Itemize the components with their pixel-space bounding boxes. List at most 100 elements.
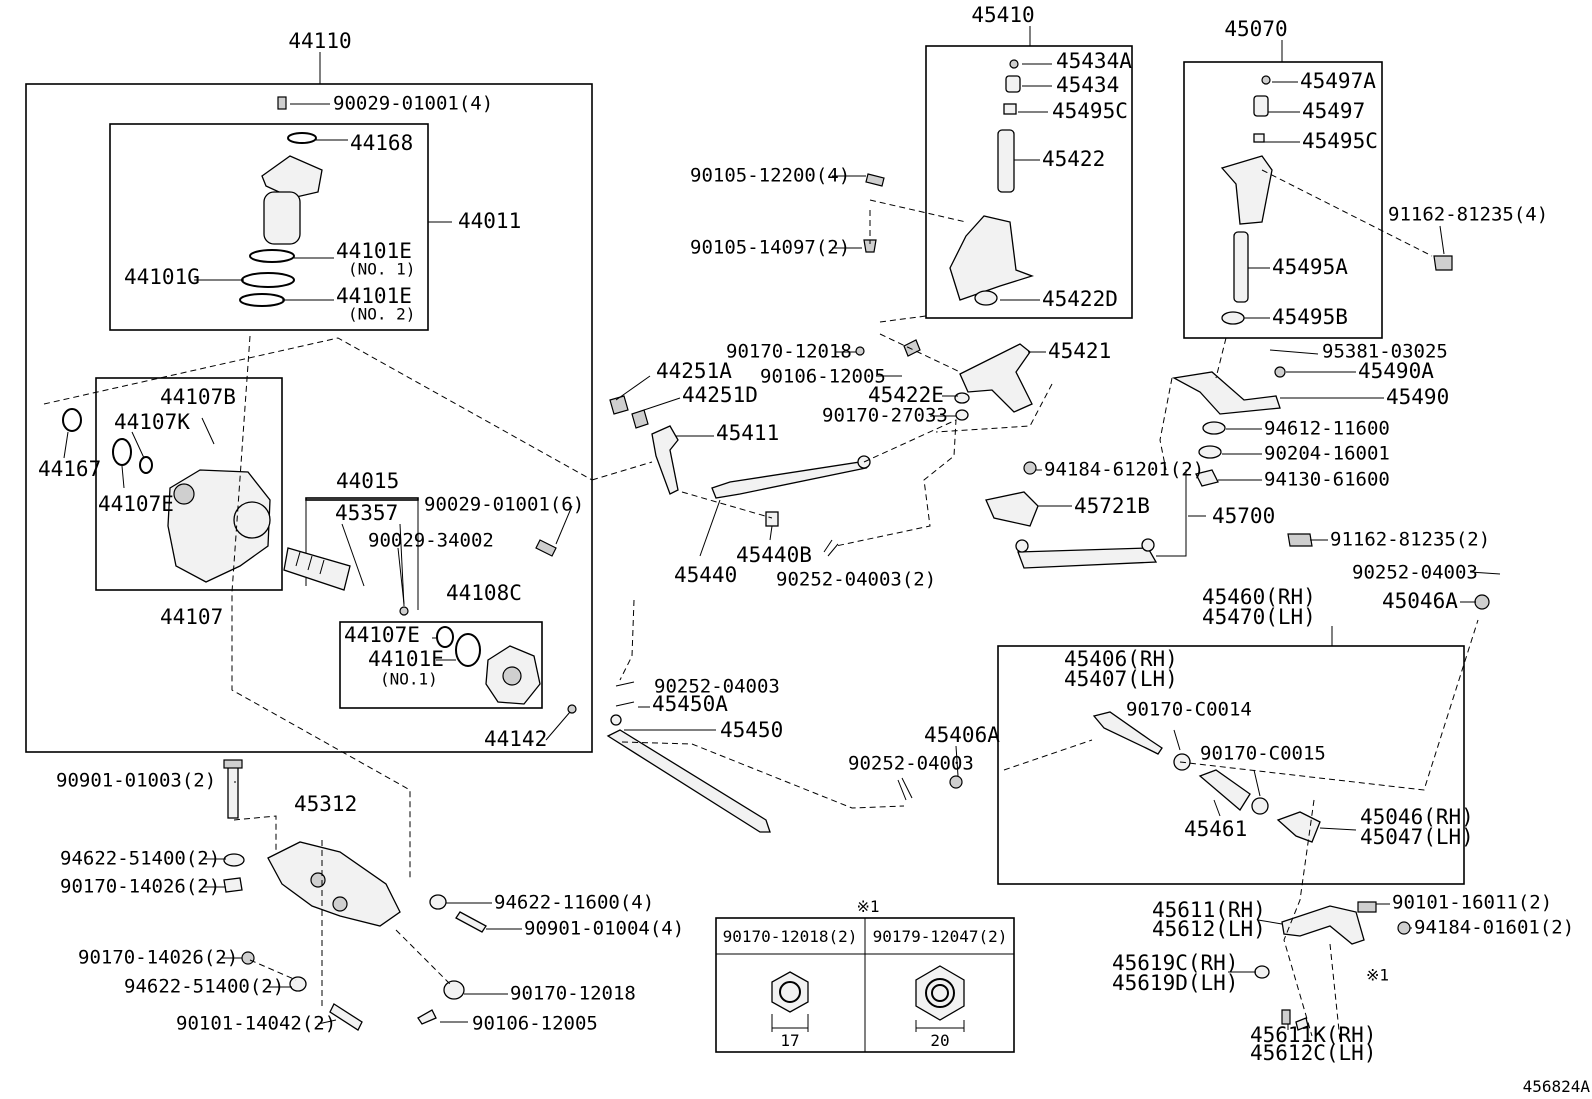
part-label: 44168	[350, 131, 413, 155]
part-label: 45406A	[924, 723, 1000, 747]
part-label: 90029-01001(6)	[424, 494, 584, 516]
part-label: 45619D(LH)	[1112, 971, 1238, 995]
steering-gear-assembly-box	[25, 83, 593, 753]
part-label: 45440B	[736, 543, 812, 567]
part-label: 45312	[294, 792, 357, 816]
legend-marker: ※1	[856, 897, 879, 916]
part-label: 90029-01001(4)	[333, 93, 493, 115]
part-label: 44251D	[682, 383, 758, 407]
part-label: 44110	[288, 29, 351, 53]
part-label: 90101-16011(2)	[1392, 892, 1552, 914]
part-label: 94622-11600(4)	[494, 892, 654, 914]
part-label: 45046A	[1382, 589, 1458, 613]
part-label: 44107	[160, 605, 223, 629]
idler-arm-part	[855, 59, 1035, 421]
part-label: 90170-C0014	[1126, 699, 1252, 721]
part-label: 45611K(RH)	[1250, 1023, 1376, 1047]
part-label: 45410	[971, 3, 1034, 27]
part-label: 90170-27033	[822, 405, 948, 427]
part-label: 94184-01601(2)	[1414, 917, 1574, 939]
part-label: 45407(LH)	[1064, 667, 1178, 691]
housing-box	[95, 377, 283, 591]
part-label: 44107E	[344, 623, 420, 647]
relay-rod-part	[985, 75, 1490, 610]
part-label: 90170-14026(2)	[78, 947, 238, 969]
part-label: 90170-12018	[726, 341, 852, 363]
part-label: 90252-04003(2)	[776, 569, 936, 591]
part-label: 45422E	[868, 383, 944, 407]
pinion-shaft-part	[283, 539, 557, 616]
part-label: 44108C	[446, 581, 522, 605]
knuckle-arm-part	[1254, 901, 1411, 1031]
part-label: 95381-03025	[1322, 341, 1448, 363]
part-label: 45047(LH)	[1360, 825, 1474, 849]
part-label: 45490	[1386, 385, 1449, 409]
part-label: 45357	[335, 501, 398, 525]
part-label: 44101E	[368, 647, 444, 671]
part-label: 45495C	[1302, 129, 1378, 153]
part-label: 90204-16001	[1264, 443, 1390, 465]
part-label: (NO. 2)	[348, 305, 415, 324]
part-label: 90170-12018	[510, 983, 636, 1005]
part-label: 45495B	[1272, 305, 1348, 329]
part-label: 45421	[1048, 339, 1111, 363]
part-label: 90252-04003	[848, 753, 974, 775]
part-label: 44101G	[124, 265, 200, 289]
part-label: 45495C	[1052, 99, 1128, 123]
part-label: 45700	[1212, 504, 1275, 528]
part-label: 94612-11600	[1264, 418, 1390, 440]
part-label: 90106-12005	[760, 366, 886, 388]
part-label: 90170-14026(2)	[60, 876, 220, 898]
pitman-arm-part	[609, 395, 871, 557]
part-label: 90105-14097(2)	[690, 237, 850, 259]
part-label: 44107K	[114, 410, 190, 434]
part-label: 45411	[716, 421, 779, 445]
part-label: 45490A	[1358, 359, 1434, 383]
part-label: 44167	[38, 457, 101, 481]
part-label: 91162-81235(4)	[1388, 204, 1548, 226]
part-label: 44101E	[336, 284, 412, 308]
part-label: 44107B	[160, 385, 236, 409]
part-label: 45070	[1224, 17, 1287, 41]
part-label: 90170-C0015	[1200, 743, 1326, 765]
gear-housing-part	[62, 408, 271, 583]
part-label: 90105-12200(4)	[690, 165, 850, 187]
part-label: 90101-14042(2)	[176, 1013, 336, 1035]
part-label: 45422	[1042, 147, 1105, 171]
legend-dim-2: 20	[930, 1031, 949, 1050]
part-label: 90029-34002	[368, 530, 494, 552]
part-label: 90901-01003(2)	[56, 770, 216, 792]
part-label: 94622-51400(2)	[60, 848, 220, 870]
part-label: 45046(RH)	[1360, 805, 1474, 829]
part-label: 45434A	[1056, 49, 1132, 73]
part-label: 44101E	[336, 239, 412, 263]
legend-col-2: 90179-12047(2)	[873, 927, 1008, 946]
part-label: 45450	[720, 718, 783, 742]
diagram-code: 456824A	[1523, 1077, 1591, 1096]
part-label: 45619C(RH)	[1112, 951, 1238, 975]
part-label: 45470(LH)	[1202, 605, 1316, 629]
part-label: 45406(RH)	[1064, 647, 1178, 671]
part-label: 94130-61600	[1264, 469, 1390, 491]
part-label: 45611(RH)	[1152, 898, 1266, 922]
control-valve-box	[109, 123, 429, 331]
pinion-box	[305, 497, 419, 501]
idler-arm-box	[925, 45, 1133, 319]
part-label: 94622-51400(2)	[124, 976, 284, 998]
part-label: 45612(LH)	[1152, 917, 1266, 941]
part-label: 44251A	[656, 359, 732, 383]
part-label: 45497A	[1300, 69, 1376, 93]
part-label: 90252-04003	[1352, 562, 1478, 584]
part-label: 45495A	[1272, 255, 1348, 279]
part-label: 90252-04003	[654, 676, 780, 698]
part-number-labels: 4411090029-01001(4)441684401144101E(NO. …	[38, 3, 1574, 1065]
part-label: 45450A	[652, 692, 728, 716]
cover-box	[339, 621, 543, 709]
frame-bracket-part	[223, 759, 487, 1031]
side-cover-part	[436, 626, 577, 714]
part-label: 45434	[1056, 73, 1119, 97]
part-label: 44015	[336, 469, 399, 493]
part-label: 90106-12005	[472, 1013, 598, 1035]
part-label: 94184-61201(2)	[1044, 459, 1204, 481]
